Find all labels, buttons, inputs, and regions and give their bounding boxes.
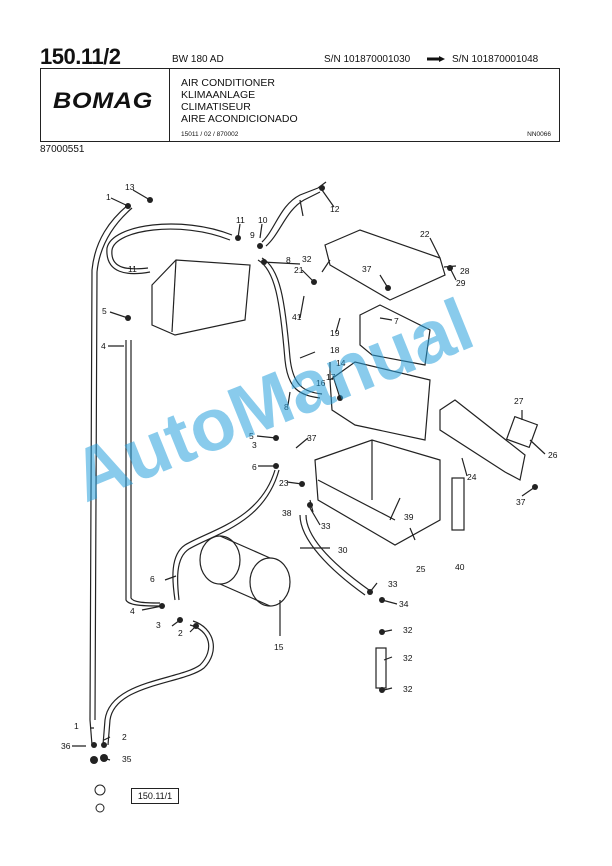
housing-frame xyxy=(314,439,441,546)
callout-11b: 11 xyxy=(128,264,137,274)
callout-33: 33 xyxy=(321,521,331,531)
callout-7: 7 xyxy=(394,316,399,326)
title-fr: CLIMATISEUR xyxy=(181,101,251,113)
callout-23: 23 xyxy=(279,478,289,488)
callout-26: 26 xyxy=(548,450,558,460)
callout-3: 3 xyxy=(252,440,257,450)
callout-4b: 4 xyxy=(130,606,135,616)
callout-27: 27 xyxy=(514,396,524,406)
callout-18: 18 xyxy=(330,345,340,355)
model-name: BW 180 AD xyxy=(172,54,224,65)
callout-41: 41 xyxy=(292,312,302,322)
callout-6b: 6 xyxy=(150,574,155,584)
callout-2b: 2 xyxy=(122,732,127,742)
callout-33b: 33 xyxy=(388,579,398,589)
callout-11: 11 xyxy=(236,215,245,225)
page-number: 150.11/2 xyxy=(40,44,121,69)
callout-32b: 32 xyxy=(403,625,413,635)
title-es: AIRE ACONDICIONADO xyxy=(181,113,298,125)
callout-32c: 32 xyxy=(403,653,413,663)
callout-40: 40 xyxy=(455,562,465,572)
callout-24: 24 xyxy=(467,472,477,482)
drawing-code: NN0066 xyxy=(527,131,551,138)
callout-37c: 37 xyxy=(516,497,526,507)
evaporator-core xyxy=(151,259,251,336)
hose-line-1 xyxy=(89,204,129,746)
callout-4: 4 xyxy=(101,341,106,351)
callout-29: 29 xyxy=(456,278,466,288)
callout-1: 1 xyxy=(106,192,111,202)
callout-8b: 8 xyxy=(284,402,289,412)
callout-37: 37 xyxy=(362,264,372,274)
bomag-logo: BOMAG xyxy=(53,88,153,113)
blower-motor xyxy=(199,535,241,585)
cross-reference-box: 150.11/1 xyxy=(131,788,179,804)
title-de: KLIMAANLAGE xyxy=(181,89,256,101)
hose-line-1b xyxy=(94,207,133,721)
callout-22: 22 xyxy=(420,229,430,239)
callout-3b: 3 xyxy=(156,620,161,630)
document-number: 87000551 xyxy=(40,144,85,155)
title-block: BOMAG AIR CONDITIONER KLIMAANLAGE CLIMAT… xyxy=(40,68,560,142)
serial-from: S/N 101870001030 xyxy=(324,54,411,65)
callout-30: 30 xyxy=(338,545,348,555)
callout-5b: 5 xyxy=(249,431,254,441)
callout-10: 10 xyxy=(258,215,268,225)
callout-32: 32 xyxy=(302,254,312,264)
logo-cell: BOMAG xyxy=(41,69,170,141)
callout-34: 34 xyxy=(399,599,409,609)
callout-38: 38 xyxy=(282,508,292,518)
callout-25: 25 xyxy=(416,564,426,574)
callout-13: 13 xyxy=(125,182,135,192)
callout-2: 2 xyxy=(178,628,183,638)
reference-code: 15011 / 02 / 870002 xyxy=(181,131,239,138)
serial-to: S/N 101870001048 xyxy=(452,54,539,65)
callout-21: 21 xyxy=(294,265,304,275)
callout-17: 17 xyxy=(326,372,336,382)
cover-plate xyxy=(324,229,446,301)
arrow-right-icon xyxy=(427,56,445,62)
callout-32d: 32 xyxy=(403,684,413,694)
callout-9: 9 xyxy=(250,230,255,240)
callout-15: 15 xyxy=(274,642,284,652)
callout-6: 6 xyxy=(252,462,257,472)
callout-16: 16 xyxy=(316,378,326,388)
callout-8: 8 xyxy=(286,255,291,265)
callout-5: 5 xyxy=(102,306,107,316)
callout-28: 28 xyxy=(460,266,470,276)
title-en: AIR CONDITIONER xyxy=(181,77,275,89)
callout-37b: 37 xyxy=(307,433,317,443)
exploded-parts-diagram: 1 13 11 10 9 12 8 22 32 21 28 29 37 11 5… xyxy=(61,181,558,813)
callout-35: 35 xyxy=(122,754,132,764)
callout-36: 36 xyxy=(61,741,71,751)
callout-1b: 1 xyxy=(74,721,79,731)
callout-39: 39 xyxy=(404,512,414,522)
callout-12: 12 xyxy=(330,204,340,214)
callout-19: 19 xyxy=(330,328,340,338)
callout-14: 14 xyxy=(336,358,346,368)
